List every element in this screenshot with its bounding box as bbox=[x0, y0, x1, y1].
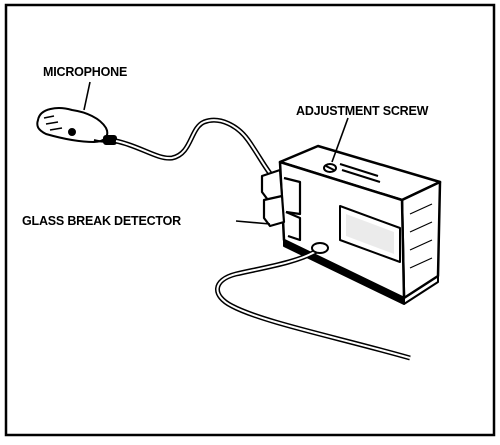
detector-leader-line bbox=[235, 220, 271, 225]
glass-break-detector-label: GLASS BREAK DETECTOR bbox=[22, 214, 181, 228]
cable-grommet-icon bbox=[311, 242, 329, 254]
microphone-icon bbox=[36, 107, 117, 145]
glass-break-detector-body bbox=[278, 144, 442, 305]
microphone-leader-line bbox=[83, 81, 91, 111]
mounting-clip-icon bbox=[260, 168, 302, 242]
microphone-label: MICROPHONE bbox=[43, 65, 128, 79]
adjustment-screw-label: ADJUSTMENT SCREW bbox=[296, 104, 429, 118]
diagram-frame bbox=[4, 3, 496, 437]
adjustment-screw-leader-line bbox=[331, 117, 349, 163]
adjustment-screw-icon bbox=[323, 163, 337, 173]
